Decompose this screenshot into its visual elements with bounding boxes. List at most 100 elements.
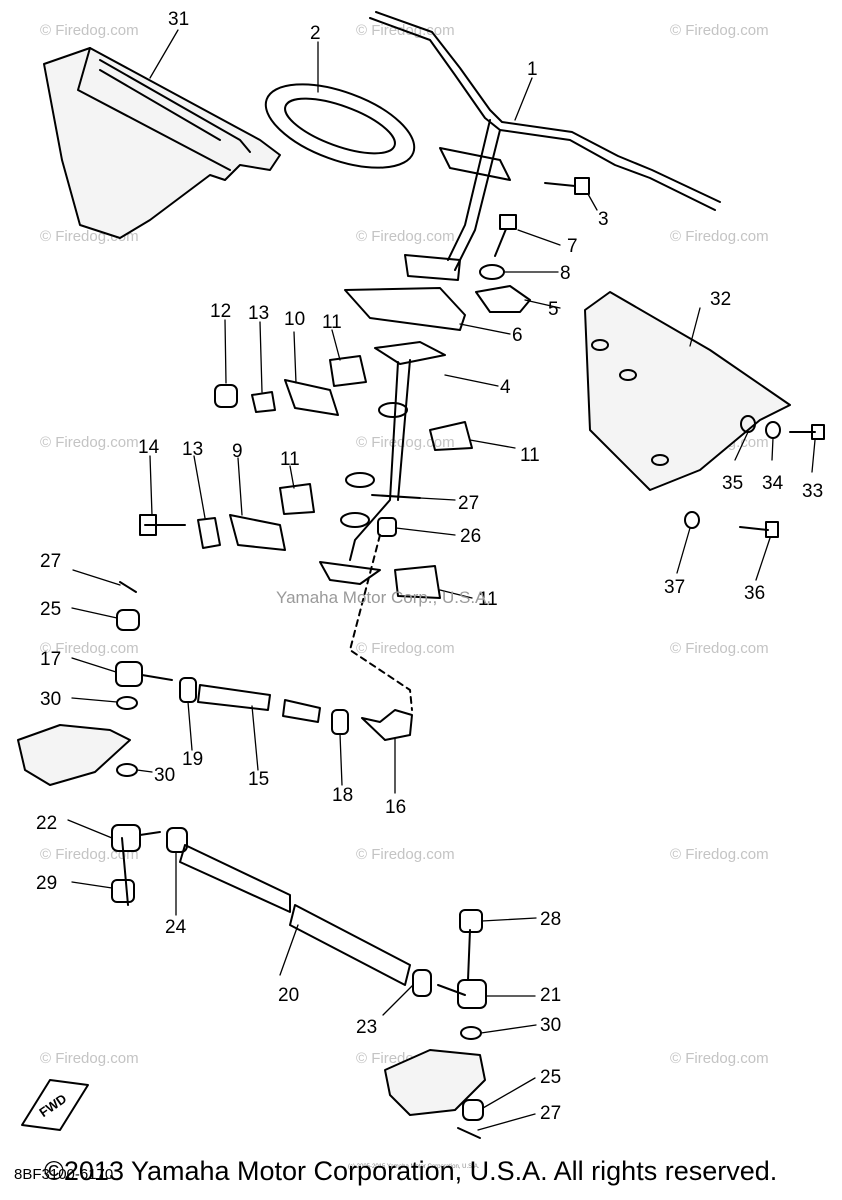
part-code: 8BF3100-6170 <box>14 1166 114 1183</box>
cotter-pin-part <box>371 494 421 499</box>
center-watermark: Yamaha Motor Corp., U.S.A. <box>276 588 492 607</box>
nut-part <box>116 609 140 631</box>
washer-part <box>116 763 138 777</box>
ball-joint-part <box>361 709 413 741</box>
callout-label: 13 <box>182 439 204 460</box>
callout-label: 14 <box>138 437 160 458</box>
callout-label: 35 <box>722 473 744 494</box>
cotter-pin-part <box>457 1127 481 1139</box>
rod-part <box>197 684 271 711</box>
callout-label: 11 <box>280 449 300 470</box>
callout-label: 15 <box>248 769 270 790</box>
callout-label: 30 <box>540 1015 562 1036</box>
tie-rod-part <box>179 844 291 913</box>
clamp-part <box>394 565 441 599</box>
leader-dashed <box>349 534 413 711</box>
nut-part <box>331 709 349 735</box>
callout-label: 7 <box>567 236 578 257</box>
side-panel-part <box>584 291 791 491</box>
callout-label: 27 <box>540 1103 562 1124</box>
callout-label: 5 <box>548 299 559 320</box>
ball-joint-part <box>457 979 487 1009</box>
callout-label: 18 <box>332 785 354 806</box>
column-base <box>404 254 461 281</box>
callout-label: 31 <box>168 9 190 30</box>
grommet-part <box>264 83 416 169</box>
callout-label: 4 <box>500 377 511 398</box>
washer-part <box>116 696 138 710</box>
callout-label: 11 <box>322 312 342 333</box>
callout-label: 3 <box>598 209 609 230</box>
cotter-pin-part <box>119 581 137 593</box>
nut-part <box>214 384 238 408</box>
callout-label: 17 <box>40 649 62 670</box>
lockwasher-part <box>251 391 276 413</box>
callout-label: 29 <box>36 873 58 894</box>
callout-label: 11 <box>520 445 540 466</box>
lockwasher-part <box>197 517 221 549</box>
callout-label: 36 <box>744 583 766 604</box>
arm-part <box>384 1049 486 1116</box>
bolt-part <box>499 214 517 230</box>
clamp-part <box>429 421 473 451</box>
tiny-note: (c) 2005-2015 Yamaha Motor Corporation, … <box>348 1164 480 1170</box>
callout-label: 1 <box>527 59 538 80</box>
holder-part <box>229 514 286 551</box>
callout-label: 34 <box>762 473 784 494</box>
callout-label: 21 <box>540 985 562 1006</box>
nut-part <box>462 1099 484 1121</box>
bolt-part <box>139 514 157 536</box>
clamp-part <box>475 285 531 313</box>
callout-label: 6 <box>512 325 523 346</box>
nut-part <box>412 969 432 997</box>
nut-part <box>179 677 197 703</box>
callout-label: 30 <box>154 765 176 786</box>
copyright-notice: ©2013 Yamaha Motor Corporation, U.S.A. A… <box>44 1156 778 1186</box>
callout-label: 2 <box>310 23 321 44</box>
plate-part <box>344 287 466 331</box>
arm-part <box>17 724 131 786</box>
bolt-part <box>765 521 779 538</box>
handlebar-cover-part <box>43 47 281 239</box>
callout-label: 33 <box>802 481 824 502</box>
callout-label: 22 <box>36 813 58 834</box>
ball-joint-part <box>115 661 143 687</box>
callout-label: 23 <box>356 1017 378 1038</box>
washer-part <box>460 1026 482 1040</box>
washer-part <box>765 421 781 439</box>
callout-label: 26 <box>460 526 482 547</box>
bolt-part <box>111 879 135 903</box>
washer-part <box>684 511 700 529</box>
clamp-part <box>279 483 315 515</box>
callout-label: 37 <box>664 577 686 598</box>
callout-label: 25 <box>40 599 62 620</box>
callout-label: 25 <box>540 1067 562 1088</box>
fwd-arrow-icon <box>21 1079 89 1131</box>
steering-column-part <box>319 341 446 585</box>
callout-label: 27 <box>458 493 480 514</box>
handlebar-part <box>369 11 721 271</box>
callout-label: 8 <box>560 263 571 284</box>
callout-label: 27 <box>40 551 62 572</box>
bolt-shaft <box>494 228 507 257</box>
bolt-part <box>459 909 483 933</box>
callout-label: 19 <box>182 749 204 770</box>
bolt-part <box>544 177 590 195</box>
callout-label: 24 <box>165 917 187 938</box>
clamp-part <box>329 355 367 387</box>
washer-part <box>479 264 505 280</box>
holder-part <box>284 379 339 416</box>
callout-label: 32 <box>710 289 732 310</box>
callout-label: 30 <box>40 689 62 710</box>
callout-label: 20 <box>278 985 300 1006</box>
nut-part <box>377 517 397 537</box>
tie-rod-part <box>289 904 411 986</box>
callout-label: 28 <box>540 909 562 930</box>
callout-label: 10 <box>284 309 306 330</box>
nut-part <box>166 827 188 853</box>
bolt-part <box>811 424 825 440</box>
rod-part <box>282 699 321 723</box>
ball-joint-part <box>111 824 141 852</box>
